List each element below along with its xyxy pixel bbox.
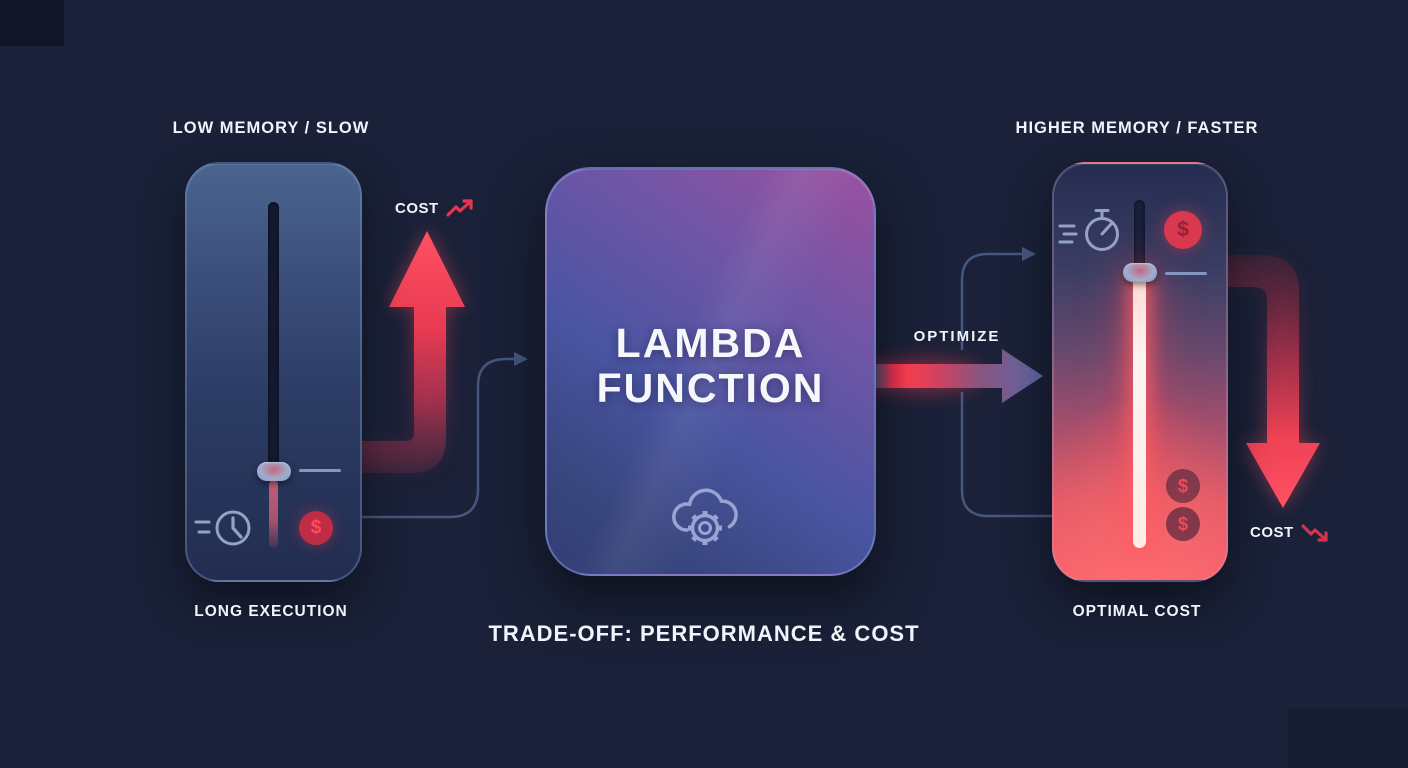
left-panel-header: LOW MEMORY / SLOW	[172, 119, 370, 137]
background-shade	[0, 0, 64, 46]
cost-up-arrow	[361, 231, 465, 473]
right-slider-track	[1134, 200, 1145, 280]
right-slider-tick	[1165, 272, 1207, 275]
left-slider-handle[interactable]	[257, 462, 291, 481]
dollar-sign: $	[1177, 513, 1188, 534]
dollar-icon: $	[299, 511, 333, 545]
stopwatch-icon	[1058, 209, 1119, 251]
optimize-label: OPTIMIZE	[913, 328, 1001, 345]
title-line-2: FUNCTION	[596, 365, 825, 411]
left-slider-fill	[269, 480, 278, 548]
cost-down-arrow	[1222, 255, 1320, 508]
connector-lambda-to-right-panel-bottom	[960, 392, 1054, 518]
right-slider-panel: $ $ $	[1052, 162, 1228, 582]
clock-icon	[194, 510, 251, 546]
background-shade	[1288, 708, 1408, 768]
dollar-icon: $	[1166, 469, 1200, 503]
right-slider-handle[interactable]	[1123, 263, 1157, 282]
right-panel-caption: OPTIMAL COST	[1072, 603, 1202, 620]
box-sheen	[547, 169, 874, 574]
cost-down-text: COST	[1250, 524, 1294, 541]
lambda-function-title: LAMBDA FUNCTION	[547, 321, 874, 411]
connector-left-panel-to-lambda	[356, 352, 528, 519]
cloud-gear-icon	[672, 488, 738, 545]
trending-up-icon	[446, 199, 473, 217]
cost-up-label: COST	[395, 199, 474, 218]
optimize-arrow	[874, 349, 1043, 403]
left-slider-panel: $	[185, 162, 362, 582]
dollar-icon: $	[1164, 211, 1202, 249]
dollar-icon: $	[1166, 507, 1200, 541]
cost-up-text: COST	[395, 200, 439, 217]
left-panel-caption: LONG EXECUTION	[194, 603, 348, 620]
dollar-sign: $	[1177, 475, 1188, 496]
dollar-sign: $	[1177, 218, 1189, 241]
title-line-1: LAMBDA	[615, 320, 806, 366]
connector-lambda-to-right-panel-top	[960, 247, 1036, 350]
dollar-sign: $	[310, 517, 322, 538]
right-panel-header: HIGHER MEMORY / FASTER	[1015, 119, 1259, 137]
left-slider-tick	[299, 469, 341, 472]
trending-down-icon	[1301, 524, 1328, 542]
left-slider-track	[268, 202, 279, 474]
cost-down-label: COST	[1250, 523, 1329, 542]
right-slider-fill	[1133, 276, 1146, 548]
diagram-title: TRADE-OFF: PERFORMANCE & COST	[488, 621, 920, 646]
lambda-function-box: LAMBDA FUNCTION	[545, 167, 876, 576]
